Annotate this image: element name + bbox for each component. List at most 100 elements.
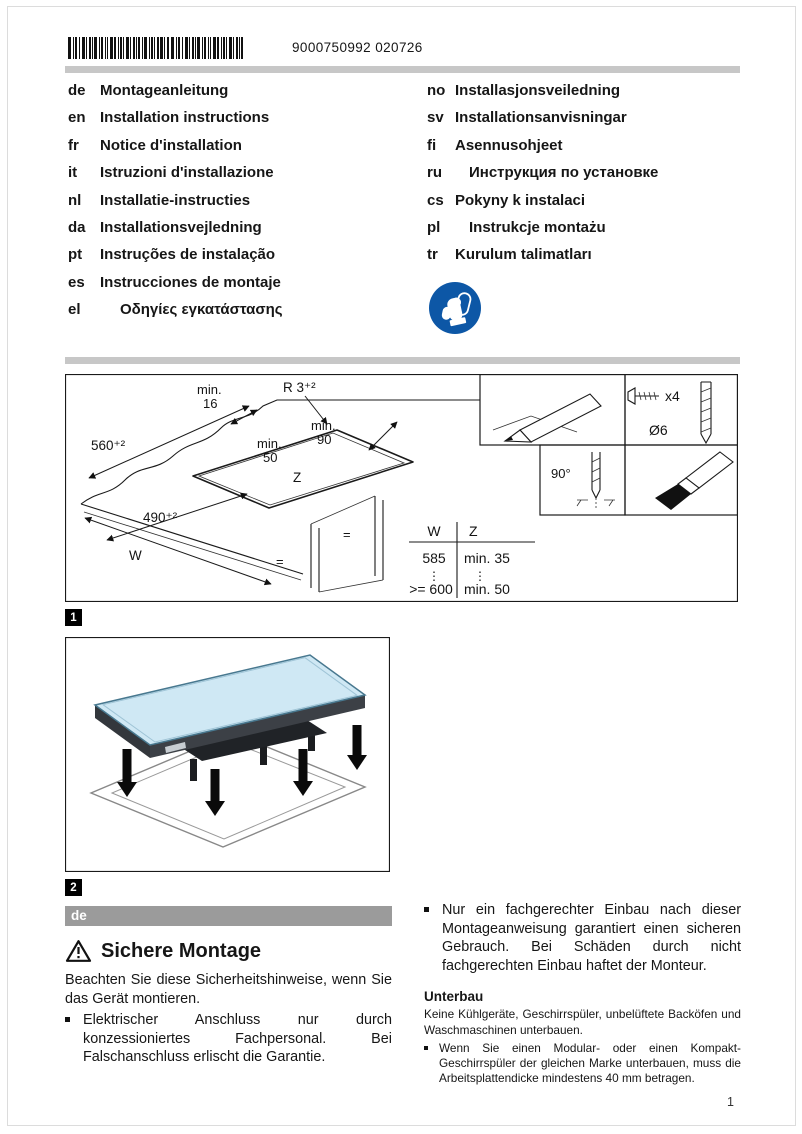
language-code: nl [68,191,82,209]
language-label: Istruzioni d'installazione [100,164,274,182]
barcode-icon [68,37,244,59]
language-code: cs [427,191,444,209]
bullet-item-installation: Nur ein fachgerechter Einbau nach dieser… [424,901,741,975]
bullet-text: Wenn Sie einen Modular- oder einen Kompa… [439,1040,741,1086]
language-label: Notice d'installation [100,136,242,154]
table-cell: min. 50 [464,581,510,597]
page-border [7,6,796,1126]
bullet-marker [424,901,442,975]
language-label: Montageanleitung [100,82,229,99]
equal-mark-2: = [343,527,351,542]
dim-radius-label: R 3⁺² [283,380,316,395]
hob-glass-top [93,654,367,758]
language-item: sv Installationsanvisningar [427,109,747,136]
figure-1-border [65,374,738,602]
figure-2-installation-diagram [65,637,390,872]
equal-mark-1: = [276,554,284,569]
language-label: Installasjonsveiledning [455,82,621,99]
drill-angle-label: 90° [551,466,571,481]
drill-vertical-icon [576,452,615,510]
dim-min16-value: 16 [203,396,217,411]
language-label: Инструкция по установке [469,164,659,182]
text-column-left: de Sichere Montage Beachten Sie diese Si… [65,906,392,1067]
section-heading: Sichere Montage [101,939,262,962]
table-header-z: Z [469,523,478,539]
language-code: el [68,301,81,319]
language-label: Instrukcje montażu [469,218,606,236]
drill-diameter-label: Ø6 [649,422,668,438]
unterbau-heading: Unterbau [424,989,484,1005]
language-code: fi [427,136,437,154]
language-label: Instrucciones de montaje [100,273,281,291]
language-section-bar: de [65,906,392,926]
dim-min90-label: min. [311,418,336,433]
text-column-right: Nur ein fachgerechter Einbau nach dieser… [424,898,741,1086]
language-item: es Instrucciones de montaje [68,274,403,301]
panel-drill-spec [624,374,738,446]
language-label: Pokyny k instalaci [455,191,586,209]
dim-w-label: W [129,548,142,563]
dim-z-label: Z [293,470,301,485]
language-code: ru [427,164,442,182]
language-code: pt [68,246,83,264]
language-item: fr Notice d'installation [68,137,403,164]
table-cell: >= 600 [409,581,453,597]
bullet-text: Elektrischer Anschluss nur durch konzess… [83,1012,392,1066]
bullet-marker [424,1041,439,1087]
divider-top [65,66,740,73]
table-cell: 585 [422,550,446,566]
language-code: it [68,164,78,182]
language-label: Installationsanvisningar [455,109,627,127]
dim-560-label: 560⁺² [91,438,126,453]
language-item: nl Installatie-instructies [68,192,403,219]
language-label: Installationsvejledning [100,218,262,236]
language-list-left: de Montageanleitung en Installation instru… [68,82,403,329]
figure-2-number-badge: 2 [65,879,82,896]
document-number: 9000750992 020726 [292,40,423,55]
language-item: cs Pokyny k instalaci [427,192,747,219]
protective-gloves-icon [429,282,481,334]
dim-min90-value: 90 [317,432,331,447]
drill-bit-icon [700,381,712,445]
language-code: sv [427,109,444,127]
language-code: en [68,109,86,127]
language-code: de [68,82,86,99]
language-code: fr [68,136,79,154]
dim-min16-label: min. [197,382,222,397]
language-item: fi Asennusohjeet [427,137,747,164]
table-header-w: W [427,523,441,539]
language-item: ru Инструкция по установке [427,164,747,191]
dim-min50-label: min. [257,436,282,451]
warning-triangle-icon [65,940,92,962]
figure-1-cutout-diagram: min. 16 560⁺² R 3⁺² min. 90 min. 50 Z 49… [65,374,738,602]
language-item: it Istruzioni d'installazione [68,164,403,191]
language-item: en Installation instructions [68,109,403,136]
language-item: de Montageanleitung [68,82,403,109]
bullet-marker [65,1011,83,1067]
intro-paragraph: Beachten Sie diese Sicherheitshinweise, … [65,972,392,1007]
panel-marking [479,374,626,446]
unterbau-paragraph: Keine Kühlgeräte, Geschirrspüler, unbelü… [424,1007,741,1037]
language-label: Asennusohjeet [455,136,563,154]
language-code: es [68,273,85,291]
language-label: Kurulum talimatları [455,246,592,264]
glove-front-graphic [441,298,467,327]
language-label: Installatie-instructies [100,191,251,209]
pencil-icon [492,393,602,443]
screw-icon [627,387,659,405]
divider-middle [65,357,740,364]
table-ellipsis: ⋮ [428,569,440,583]
language-label: Οδηγίες εγκατάστασης [120,301,283,319]
insertion-arrows [117,725,367,816]
dimension-table: W Z 585 min. 35 ⋮ ⋮ >= 600 min. 50 [409,522,535,598]
dimension-lines [84,395,398,586]
language-label: Installation instructions [100,109,270,127]
table-cell: min. 35 [464,550,510,566]
language-item: el Οδηγίες εγκατάστασης [68,301,403,328]
dim-min50-value: 50 [263,450,277,465]
bullet-text: Nur ein fachgerechter Einbau nach dieser… [442,902,741,974]
